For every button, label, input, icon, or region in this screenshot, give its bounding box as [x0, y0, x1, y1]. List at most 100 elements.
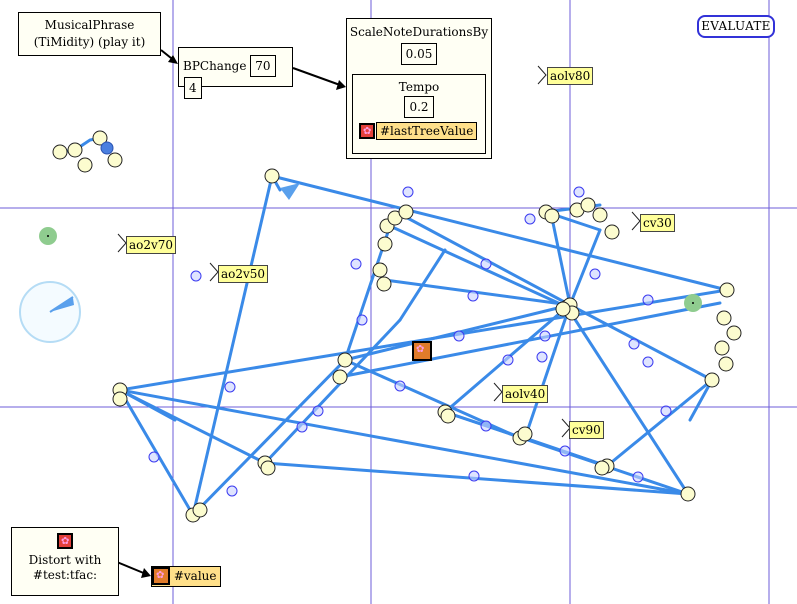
arrowhead-icon [168, 55, 178, 64]
edge-midpoint [589, 268, 601, 280]
label-tick [117, 233, 127, 253]
bpchange-tile[interactable]: BPChange 704 [178, 47, 293, 99]
green-dot-center [47, 235, 49, 237]
edge-midpoint [642, 356, 654, 368]
last-tree-value-row: ✿#lastTreeValue [353, 122, 485, 140]
tree-node [680, 486, 696, 502]
tree-node [555, 301, 571, 317]
tree-node [264, 168, 280, 184]
value-label: #value [173, 569, 217, 583]
tree-edges [59, 136, 729, 517]
tree-node [714, 340, 730, 356]
bpchange-value-2[interactable]: 4 [184, 77, 202, 99]
edge-midpoints [148, 186, 672, 497]
center-swatch[interactable]: ✿ [412, 341, 432, 361]
edge-midpoint [480, 420, 492, 432]
label-cv90[interactable]: cv90 [569, 421, 604, 439]
last-tree-value-tile[interactable]: #lastTreeValue [376, 122, 478, 140]
tree-node [67, 142, 83, 158]
edge-midpoint [573, 186, 585, 198]
edge-midpoint [190, 270, 202, 282]
edge-midpoint [394, 380, 406, 392]
tree-node [604, 224, 620, 240]
tree-edge [568, 303, 714, 382]
label-tick [493, 382, 503, 402]
label-tick [631, 211, 641, 231]
edge-midpoint [628, 338, 640, 350]
tree-edge [263, 318, 402, 465]
edge-midpoint [632, 471, 644, 483]
connector-arrow [292, 67, 341, 86]
tree-edge [550, 216, 572, 307]
tree-node [440, 408, 456, 424]
tree-node [77, 157, 93, 173]
edge-midpoint [468, 470, 480, 482]
tree-node [517, 426, 533, 442]
musical-phrase-title: MusicalPhrase [44, 18, 135, 32]
tree-node [337, 352, 353, 368]
tree-nodes [52, 130, 742, 523]
tempo-label: Tempo [398, 80, 440, 94]
tree-node [192, 502, 208, 518]
tree-node [100, 141, 114, 155]
label-ao2v70[interactable]: ao2v70 [126, 236, 177, 254]
label-aolv40[interactable]: aolv40 [502, 385, 549, 403]
tree-node [372, 262, 388, 278]
tree-edge [338, 301, 722, 379]
tree-node [592, 207, 608, 223]
paint-swatch-icon[interactable]: ✿ [57, 533, 73, 549]
tree-edge [688, 378, 714, 422]
edge-midpoint [480, 258, 492, 270]
tempo-value[interactable]: 0.2 [404, 96, 434, 118]
tree-node [580, 197, 596, 213]
edge-midpoint [453, 330, 465, 342]
tree-edge [191, 358, 347, 517]
edge-midpoint [296, 421, 308, 433]
tree-node [594, 460, 610, 476]
paint-swatch-icon[interactable]: ✿ [412, 341, 432, 361]
tree-edge [118, 388, 690, 496]
tree-edge [388, 224, 569, 309]
tree-edge [568, 228, 602, 307]
value-tile[interactable]: ✿ #value [151, 566, 221, 587]
tree-node [377, 236, 393, 252]
tree-edge [565, 305, 690, 496]
green-dot-center [692, 302, 694, 304]
label-cv30[interactable]: cv30 [640, 214, 675, 232]
tree-node [376, 276, 392, 292]
edge-midpoint [148, 451, 160, 463]
label-ao2v50[interactable]: ao2v50 [218, 265, 269, 283]
distort-label: Distort with [28, 553, 102, 567]
edge-midpoint [539, 330, 551, 342]
edge-midpoint [402, 186, 414, 198]
edge-midpoint [536, 351, 548, 363]
arrowhead-icon [280, 183, 300, 200]
scale-note-durations-tile[interactable]: ScaleNoteDurationsBy 0.05 Tempo 0.2 ✿#la… [346, 18, 492, 159]
clock-hand [50, 298, 74, 312]
arrowhead-icon [336, 80, 346, 90]
edge-midpoint [559, 445, 571, 457]
tempo-tile[interactable]: Tempo 0.2 ✿#lastTreeValue [352, 74, 486, 154]
label-aolv80[interactable]: aolv80 [547, 67, 594, 85]
tree-node [398, 204, 414, 220]
distort-tile[interactable]: ✿ Distort with #test:tfac: [11, 527, 119, 596]
paint-swatch-icon[interactable]: ✿ [152, 567, 170, 585]
tree-node [332, 369, 348, 385]
paint-swatch-icon[interactable]: ✿ [359, 123, 375, 139]
edge-midpoint [502, 354, 514, 366]
musical-phrase-tile[interactable]: MusicalPhrase (TiMidity) (play it) [18, 12, 161, 56]
evaluate-button[interactable]: EVALUATE [697, 15, 775, 38]
clock-icon [19, 281, 81, 343]
tree-edge [383, 278, 572, 307]
tree-edge [191, 174, 274, 517]
tree-node [92, 130, 108, 146]
tree-node [704, 372, 720, 388]
edge-midpoint [226, 485, 238, 497]
tree-node [112, 391, 128, 407]
bpchange-value-1[interactable]: 70 [250, 55, 276, 77]
tree-node [716, 310, 732, 326]
edge-midpoint [467, 290, 479, 302]
edge-midpoint [350, 258, 362, 270]
scale-factor-value[interactable]: 0.05 [400, 43, 438, 65]
